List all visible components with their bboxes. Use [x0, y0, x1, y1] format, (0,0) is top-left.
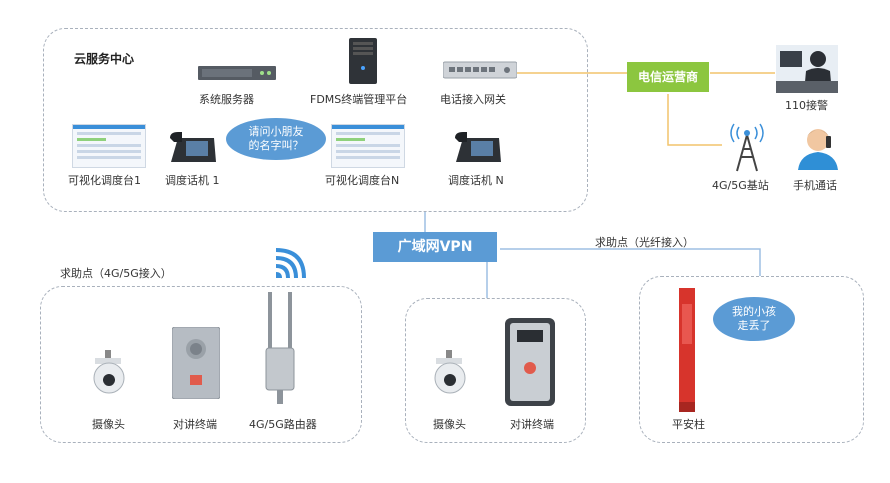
site-4g-router-label: 4G/5G路由器: [249, 418, 317, 431]
intercom-panel-icon: [172, 327, 220, 399]
site-middle-zone: [405, 298, 586, 443]
police-operator-icon: [776, 45, 838, 93]
video-intercom-icon: [505, 318, 555, 406]
speech-bubble-question: 请问小朋友的名字叫？: [226, 118, 326, 160]
bubble-help-line-2: 走丢了: [737, 319, 771, 332]
mobile-caller-icon: [798, 129, 838, 170]
desk-phone-icon: [170, 132, 216, 162]
dispatch-phone-n-label: 调度话机 N: [448, 174, 504, 187]
cloud-service-title: 云服务中心: [74, 52, 135, 66]
visual-console-1-screen: [72, 124, 146, 168]
dome-camera-icon: [93, 350, 125, 394]
fiber-access-label: 求助点（光纤接入）: [595, 236, 694, 249]
rack-server-icon: [198, 66, 276, 80]
dispatch-phone-1-label: 调度话机 1: [165, 174, 220, 187]
visual-console-n-label: 可视化调度台N: [325, 174, 400, 187]
outdoor-router-icon: [265, 292, 295, 404]
police-110-label: 110接警: [785, 99, 828, 112]
site-4g-intercom-label: 对讲终端: [173, 418, 217, 431]
cell-tower-icon: [730, 123, 764, 172]
bubble-help-line-1: 我的小孩: [732, 305, 776, 318]
phone-gateway-label: 电话接入网关: [440, 93, 506, 106]
base-station-label: 4G/5G基站: [712, 179, 769, 192]
wifi-signal-icon: [275, 248, 306, 279]
site-4g-camera-label: 摄像头: [92, 418, 125, 431]
visual-console-n-screen: [331, 124, 405, 168]
bubble-line-2: 的名字叫？: [248, 139, 304, 152]
bubble-line-1: 请问小朋友: [248, 125, 304, 138]
telecom-operator-badge: 电信运营商: [627, 62, 709, 92]
mobile-call-label: 手机通话: [793, 179, 837, 192]
system-server-label: 系统服务器: [199, 93, 254, 106]
dome-camera-icon: [434, 350, 466, 394]
visual-console-1-label: 可视化调度台1: [68, 174, 141, 187]
site-4g-zone: [40, 286, 362, 443]
site-fiber-zone: [639, 276, 864, 443]
wan-vpn-badge: 广域网VPN: [373, 232, 497, 262]
speech-bubble-help: 我的小孩走丢了: [713, 297, 795, 341]
network-gateway-icon: [443, 61, 517, 79]
site-mid-intercom-label: 对讲终端: [510, 418, 554, 431]
desk-phone-icon: [455, 132, 501, 162]
safety-pillar-label: 平安柱: [672, 418, 705, 431]
cloud-service-zone: [43, 28, 588, 212]
tower-server-icon: [349, 38, 377, 84]
site-4g-title: 求助点（4G/5G接入）: [60, 267, 172, 280]
site-mid-camera-label: 摄像头: [433, 418, 466, 431]
fdms-platform-label: FDMS终端管理平台: [310, 93, 408, 106]
safety-pillar-icon: [679, 288, 695, 412]
